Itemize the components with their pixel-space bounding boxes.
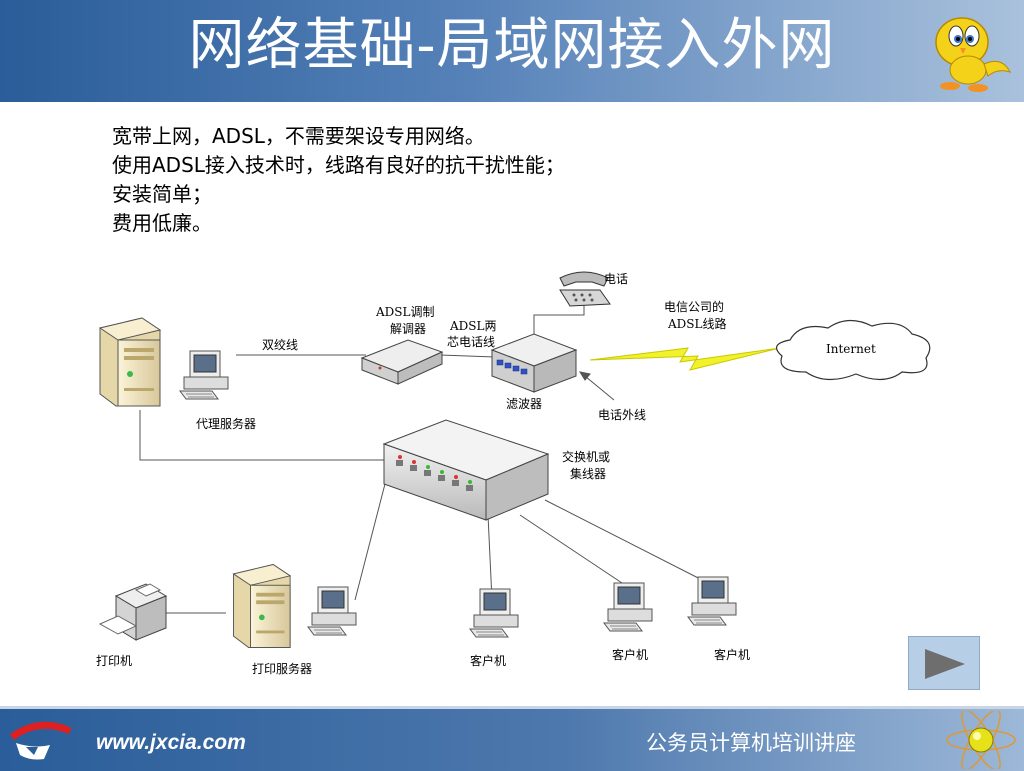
- bullet-item: 宽带上网，ADSL，不需要架设专用网络。: [112, 124, 485, 148]
- internet-label: Internet: [826, 342, 876, 356]
- slide-header: 网络基础-局域网接入外网: [0, 0, 1024, 102]
- filter-label: 滤波器: [506, 397, 542, 411]
- network-diagram: Internet 电话 ADSL调制 解调器 ADSL两 芯电话线 双绞线 滤波…: [96, 271, 931, 676]
- proxy-server-icon: [99, 317, 161, 407]
- bullet-item: 费用低廉。: [112, 211, 212, 235]
- print-server-icon: [233, 564, 291, 648]
- switch-icon: [382, 419, 550, 521]
- phone-label: 电话: [604, 272, 628, 286]
- client-label: 客户机: [470, 653, 506, 668]
- filter-icon: [490, 333, 578, 393]
- twisted-pair-label: 双绞线: [262, 337, 298, 352]
- client-label: 客户机: [612, 647, 648, 662]
- adsl-wire-label-2: 芯电话线: [447, 335, 495, 349]
- print-server-pc-icon: [307, 586, 357, 636]
- print-server-label: 打印服务器: [252, 661, 312, 676]
- adsl-modem-icon: [360, 339, 444, 385]
- adsl-line-bolt: [589, 347, 781, 371]
- bullet-item: 使用ADSL接入技术时，线路有良好的抗干扰性能；: [112, 153, 565, 177]
- play-icon: [925, 649, 965, 679]
- switch-label-2: 集线器: [570, 466, 606, 481]
- logo-icon: [9, 721, 72, 760]
- footer-course-title: 公务员计算机培训讲座: [646, 731, 856, 755]
- adsl-modem-label-2: 解调器: [390, 322, 426, 336]
- atom-icon: [946, 711, 1016, 769]
- bullet-item: 安装简单；: [112, 182, 212, 206]
- printer-icon: [98, 583, 168, 641]
- phone-line-label: 电话外线: [598, 408, 646, 422]
- proxy-server-label: 代理服务器: [196, 416, 256, 431]
- telephone-icon: [559, 271, 611, 307]
- next-slide-button[interactable]: [908, 636, 980, 690]
- telecom-label-1: 电信公司的: [664, 299, 724, 314]
- internet-cloud: Internet: [775, 319, 931, 381]
- switch-label-1: 交换机或: [562, 449, 610, 464]
- adsl-modem-label-1: ADSL调制: [375, 305, 434, 319]
- slide-footer: www.jxcia.com 公务员计算机培训讲座: [0, 706, 1024, 771]
- client-label: 客户机: [714, 647, 750, 662]
- slide-title: 网络基础-局域网接入外网: [188, 13, 836, 78]
- adsl-wire-label-1: ADSL两: [449, 319, 496, 333]
- mascot-icon: [935, 17, 1011, 92]
- footer-url[interactable]: www.jxcia.com: [96, 731, 246, 754]
- bullet-list: 宽带上网，ADSL，不需要架设专用网络。 使用ADSL接入技术时，线路有良好的抗…: [112, 122, 565, 238]
- telecom-label-2: ADSL线路: [667, 316, 726, 331]
- proxy-pc-icon: [179, 350, 229, 400]
- client-pc-icon: [687, 576, 737, 626]
- printer-label: 打印机: [96, 654, 132, 668]
- client-pc-icon: [469, 588, 519, 638]
- client-pc-icon: [603, 582, 653, 632]
